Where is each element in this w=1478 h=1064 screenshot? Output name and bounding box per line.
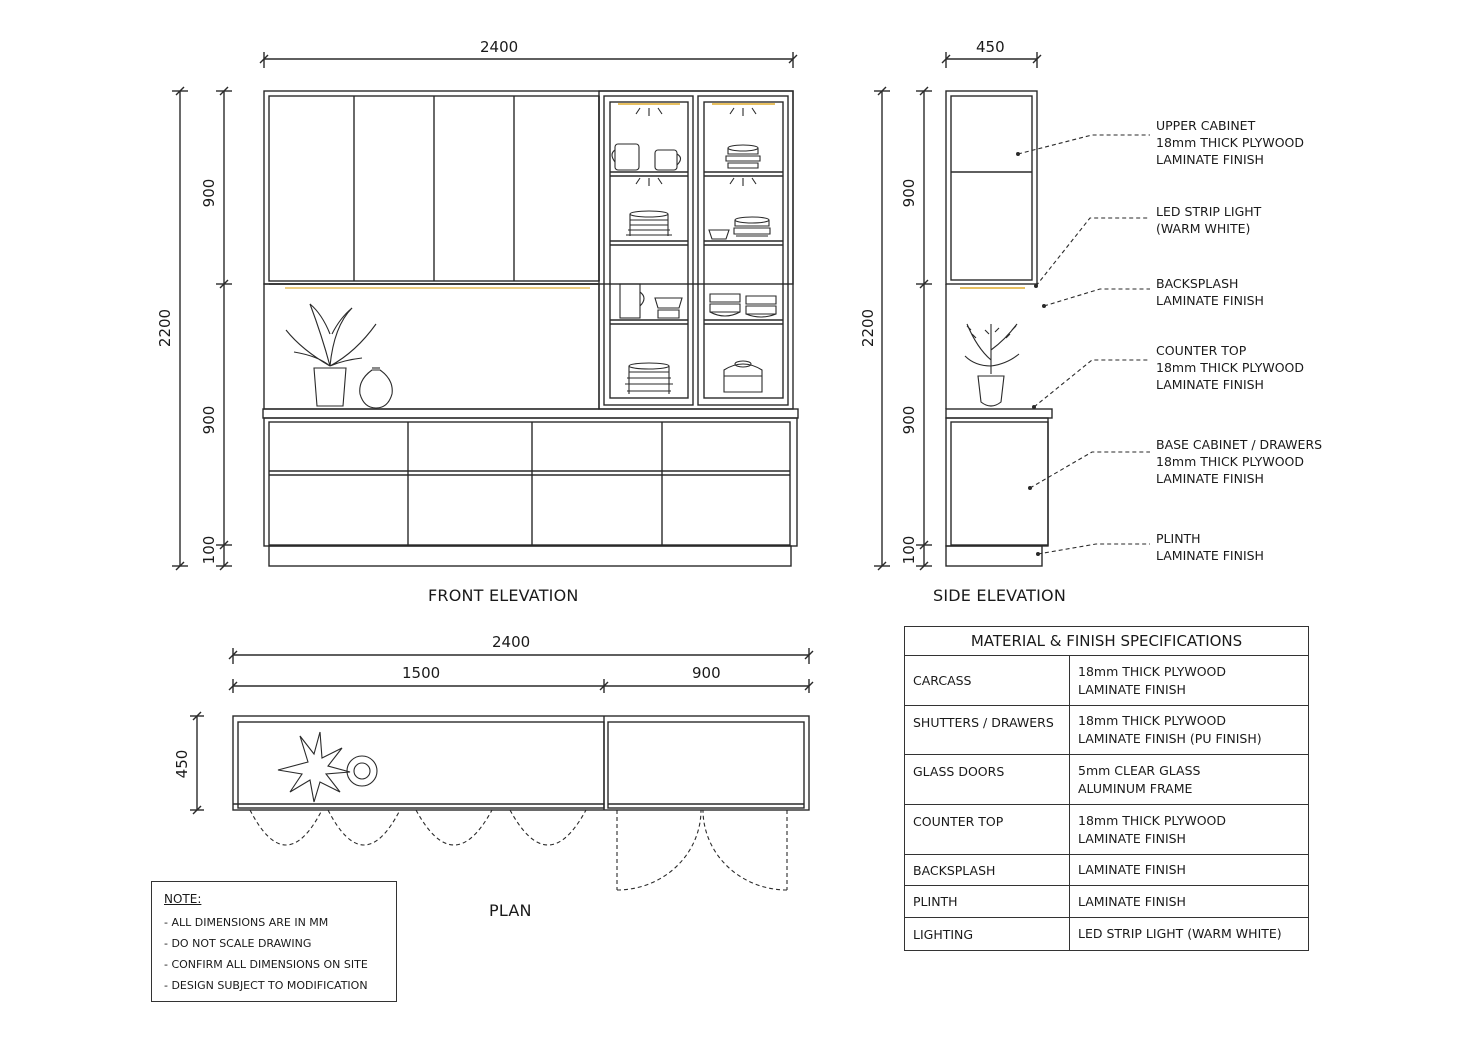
front-width-label: 2400	[480, 38, 519, 56]
front-elevation-title: FRONT ELEVATION	[428, 586, 579, 605]
spec-item: PLINTH	[904, 885, 1070, 918]
plan-right-width-label: 900	[692, 664, 721, 682]
plan-title: PLAN	[489, 901, 532, 920]
plan-plant-top-view	[277, 731, 378, 803]
note-line: - ALL DIMENSIONS ARE IN MM	[164, 916, 329, 929]
note-line: - DO NOT SCALE DRAWING	[164, 937, 312, 950]
specifications-table: MATERIAL & FINISH SPECIFICATIONS CARCASS…	[904, 626, 1309, 951]
side-plinth-height-label: 100	[900, 535, 918, 565]
side-base-height-label: 900	[900, 405, 918, 435]
spec-row: BACKSPLASH LAMINATE FINISH	[904, 854, 1309, 886]
spec-row: LIGHTING LED STRIP LIGHT (WARM WHITE)	[904, 917, 1309, 951]
side-total-height-label: 2200	[859, 308, 877, 348]
front-glass-tower	[598, 90, 794, 410]
spec-item: COUNTER TOP	[904, 804, 1070, 855]
plan-left-width-label: 1500	[402, 664, 441, 682]
spec-item: SHUTTERS / DRAWERS	[904, 705, 1070, 755]
front-elevation	[172, 52, 799, 571]
spec-value: LED STRIP LIGHT (WARM WHITE)	[1069, 917, 1309, 951]
spec-item: BACKSPLASH	[904, 854, 1070, 886]
front-counter-top	[262, 408, 799, 419]
front-plinth	[268, 545, 792, 567]
plan-cabinet	[232, 715, 810, 811]
front-backsplash	[263, 283, 600, 410]
front-upper-cabinet	[263, 90, 794, 285]
note-line: - CONFIRM ALL DIMENSIONS ON SITE	[164, 958, 368, 971]
side-callout-leaders	[1017, 134, 1150, 555]
plan-depth-label: 450	[173, 749, 191, 779]
plan-door-swings	[249, 809, 788, 891]
note-line: - DESIGN SUBJECT TO MODIFICATION	[164, 979, 368, 992]
side-cabinet	[945, 90, 1053, 567]
spec-row: PLINTH LAMINATE FINISH	[904, 885, 1309, 918]
spec-value: LAMINATE FINISH	[1069, 854, 1309, 886]
front-height-dimensions	[172, 86, 232, 571]
front-plant-vase	[285, 303, 393, 409]
spec-item: LIGHTING	[904, 917, 1070, 951]
front-width-dimension	[259, 52, 798, 68]
spec-title: MATERIAL & FINISH SPECIFICATIONS	[904, 626, 1309, 656]
front-upper-height-label: 900	[200, 178, 218, 208]
side-elevation	[874, 52, 1150, 571]
callout-led-strip: LED STRIP LIGHT(WARM WHITE)	[1156, 204, 1262, 236]
spec-header-row: MATERIAL & FINISH SPECIFICATIONS	[904, 626, 1309, 656]
plan-view	[190, 648, 814, 891]
note-heading: NOTE:	[164, 892, 202, 906]
spec-item: CARCASS	[904, 655, 1070, 706]
side-elevation-title: SIDE ELEVATION	[933, 586, 1067, 605]
plan-total-width-label: 2400	[492, 633, 531, 651]
spec-item: GLASS DOORS	[904, 754, 1070, 805]
front-total-height-label: 2200	[156, 308, 174, 348]
side-depth-dimension	[941, 52, 1042, 68]
front-base-height-label: 900	[200, 405, 218, 435]
note-box: NOTE: - ALL DIMENSIONS ARE IN MM - DO NO…	[151, 881, 397, 1002]
side-depth-label: 450	[976, 38, 1005, 56]
front-plinth-height-label: 100	[200, 535, 218, 565]
plan-dimensions	[190, 648, 814, 815]
side-height-dimensions	[874, 86, 932, 571]
front-base-drawers	[263, 417, 798, 547]
side-upper-height-label: 900	[900, 178, 918, 208]
spec-value: LAMINATE FINISH	[1069, 885, 1309, 918]
